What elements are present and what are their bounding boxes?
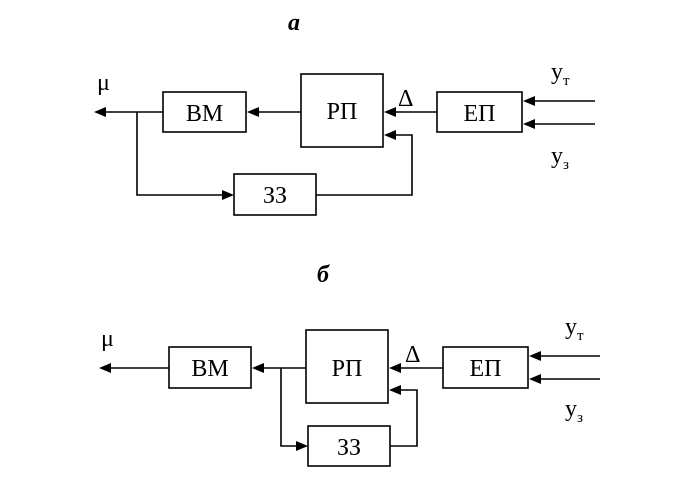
diagram-a-input-top-arrow: [523, 96, 535, 106]
diagram-b-rp-label: РП: [332, 356, 363, 382]
diagram-b-output-arrow: [99, 363, 111, 373]
diagram-a-output-arrow: [94, 107, 106, 117]
diagram-b-feedback-in-line: [280, 368, 298, 447]
diagram-b-feedback-out-arrow: [389, 385, 401, 395]
diagram-b-output-symbol: μ: [101, 326, 114, 352]
diagram-a-rp-block: [300, 73, 384, 148]
diagram-b-zz-label: ЗЗ: [337, 435, 361, 461]
diagram-a-rp-label: РП: [327, 99, 358, 125]
diagram-a-feedback-out-arrow: [384, 130, 396, 140]
diagram-a-rp-vm-arrow: [247, 107, 259, 117]
diagram-b-error-symbol: Δ: [405, 342, 420, 368]
diagram-b-vm-block: [168, 346, 252, 389]
diagram-a-error-symbol: Δ: [398, 86, 413, 112]
diagram-a-feedback-in-line: [136, 112, 224, 196]
diagram-a-ep-rp-arrow: [384, 107, 396, 117]
diagram-b-feedback-in-arrow: [296, 441, 308, 451]
diagram-a-input-bottom-label: уз: [551, 143, 569, 173]
diagram-a-ep-label: ЕП: [464, 101, 496, 127]
diagram-b-input-bottom-arrow: [529, 374, 541, 384]
diagram-b-ep-label: ЕП: [470, 356, 502, 382]
diagram-b-input-top-arrow: [529, 351, 541, 361]
diagram-a: а ВМ РП ЕП ЗЗ μ Δ ут уз: [94, 10, 595, 216]
diagram-a-vm-label: ВМ: [186, 101, 223, 127]
diagram-a-input-top-label: ут: [551, 59, 570, 89]
diagram-b: б ВМ РП ЕП ЗЗ μ Δ ут уз: [99, 262, 600, 467]
diagram-a-ep-block: [436, 91, 523, 133]
diagram-a-output-symbol: μ: [97, 70, 110, 96]
diagram-b-ep-block: [442, 346, 529, 389]
diagram-b-feedback-out-line: [390, 389, 418, 447]
diagram-b-rp-block: [305, 329, 389, 404]
diagram-a-title: а: [288, 10, 300, 36]
diagram-b-input-top-label: ут: [565, 314, 584, 344]
diagram-a-feedback-in-arrow: [222, 190, 234, 200]
diagram-b-rp-vm-arrow: [252, 363, 264, 373]
diagram-b-title: б: [317, 262, 330, 288]
diagram-a-zz-label: ЗЗ: [263, 183, 287, 209]
diagram-a-input-bottom-arrow: [523, 119, 535, 129]
diagram-a-feedback-out-line: [316, 134, 413, 196]
diagram-b-input-bottom-label: уз: [565, 396, 583, 426]
diagram-b-ep-rp-arrow: [389, 363, 401, 373]
diagram-b-vm-label: ВМ: [191, 356, 228, 382]
